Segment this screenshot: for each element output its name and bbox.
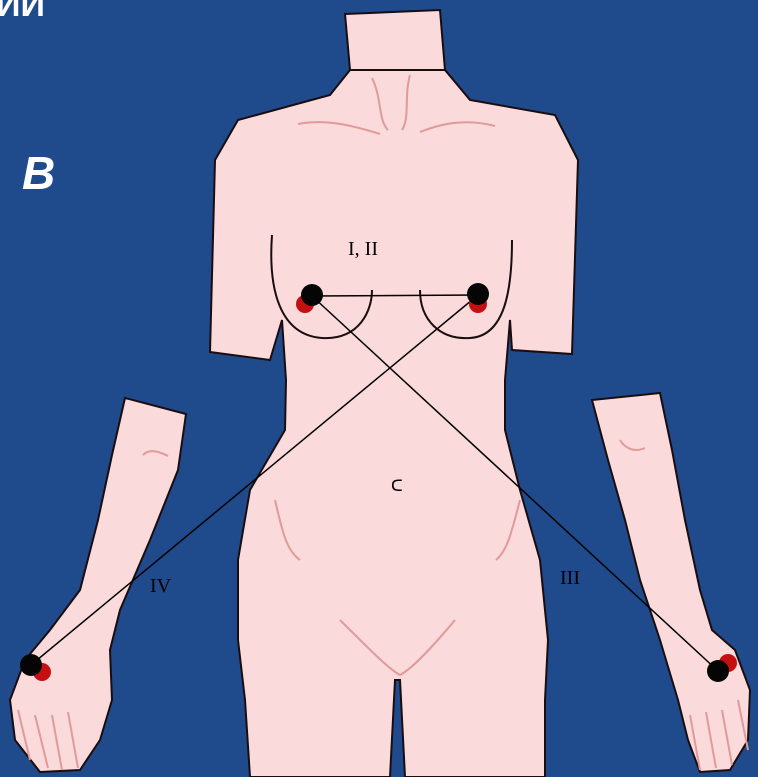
lead-iii-label: III bbox=[560, 567, 580, 590]
lead-iv-label: IV bbox=[150, 575, 171, 598]
left-arm bbox=[592, 393, 750, 772]
chest-lead-label: I, II bbox=[348, 238, 378, 261]
navel-mark: ᑕ bbox=[391, 476, 403, 496]
chest-lead-wire bbox=[312, 295, 478, 296]
left-chest-electrode bbox=[467, 283, 489, 313]
